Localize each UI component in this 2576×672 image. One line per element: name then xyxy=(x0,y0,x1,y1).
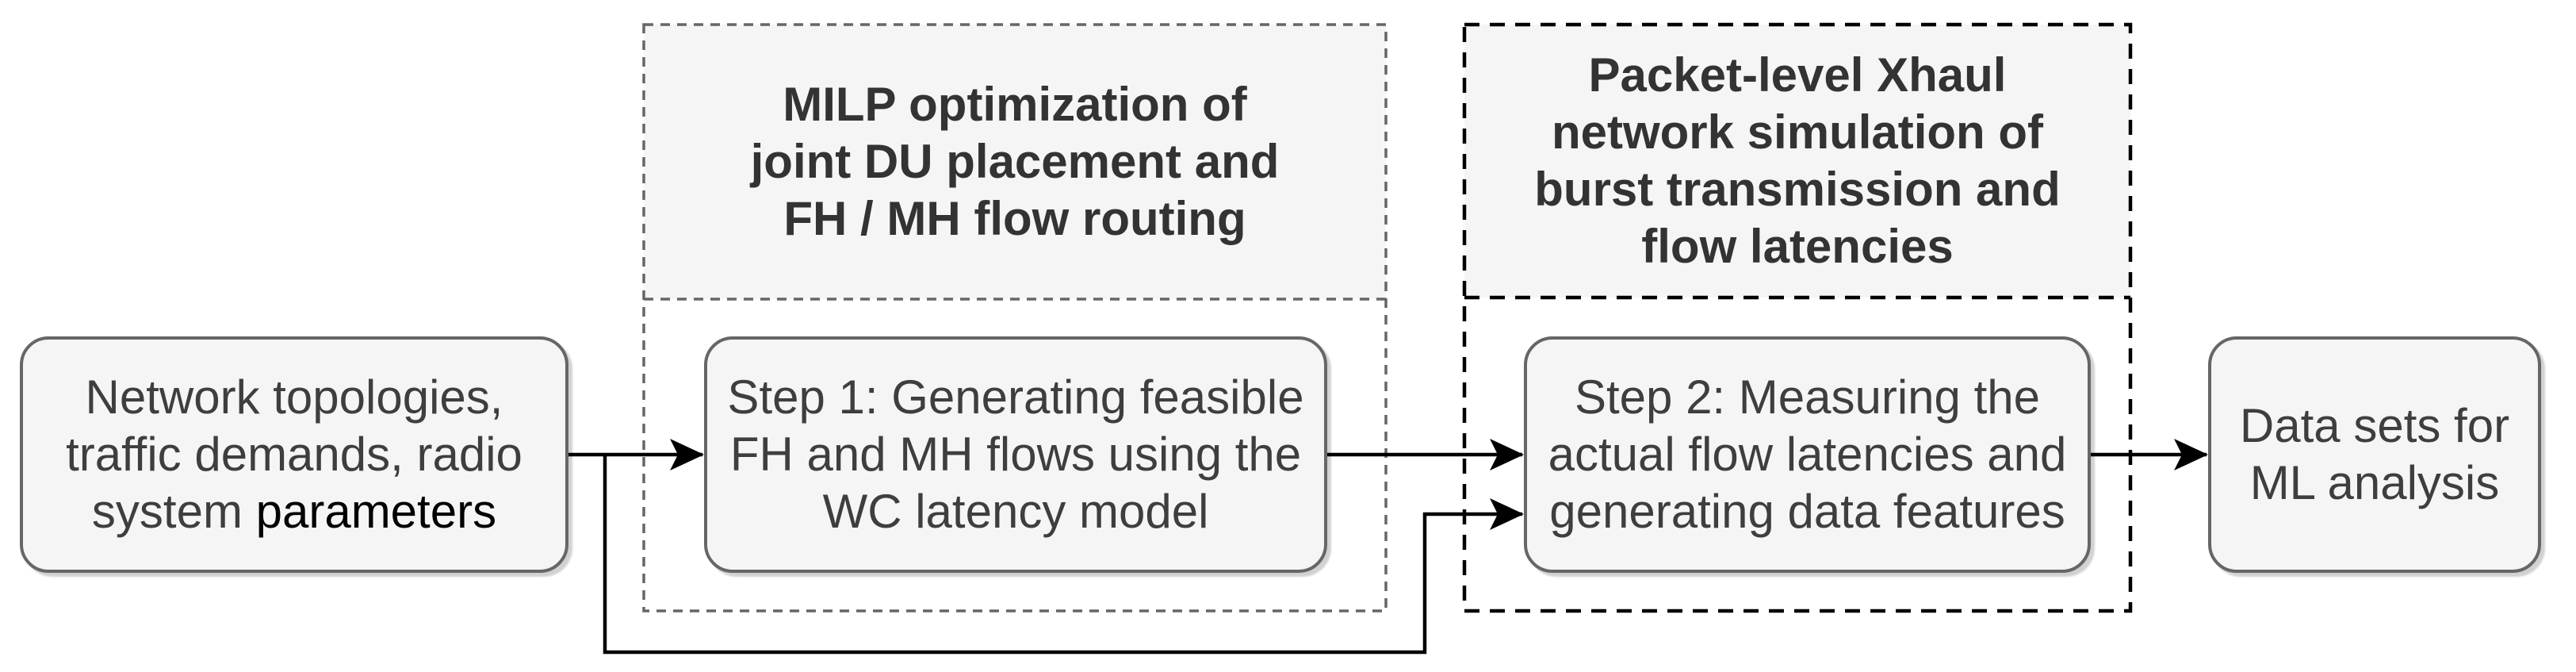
group-xhaul-border xyxy=(1462,22,2133,613)
group-milp-title: MILP optimization of joint DU placement … xyxy=(750,78,1280,245)
group-milp-header-fill xyxy=(644,25,1386,299)
node-step2-label: Step 2: Measuring the actual flow latenc… xyxy=(1548,371,2067,538)
node-datasets-label: Data sets for ML analysis xyxy=(2239,399,2510,509)
group-xhaul-header-fill xyxy=(1464,25,2130,298)
node-datasets-output: Data sets for ML analysis xyxy=(2208,336,2541,573)
group-milp-border xyxy=(642,23,1388,612)
node-network-inputs-label: Network topologies, traffic demands, rad… xyxy=(66,371,522,538)
node-step1-milp: Step 1: Generating feasible FH and MH fl… xyxy=(704,336,1327,573)
node-step1-label: Step 1: Generating feasible FH and MH fl… xyxy=(727,371,1304,538)
emphasized-word: parameters xyxy=(255,485,497,538)
edge-inputs-step2-bypass xyxy=(603,455,1524,655)
group-xhaul-title: Packet-level Xhaul network simulation of… xyxy=(1534,48,2061,273)
node-step2-simulation: Step 2: Measuring the actual flow latenc… xyxy=(1524,336,2091,573)
node-network-inputs: Network topologies, traffic demands, rad… xyxy=(20,336,568,573)
